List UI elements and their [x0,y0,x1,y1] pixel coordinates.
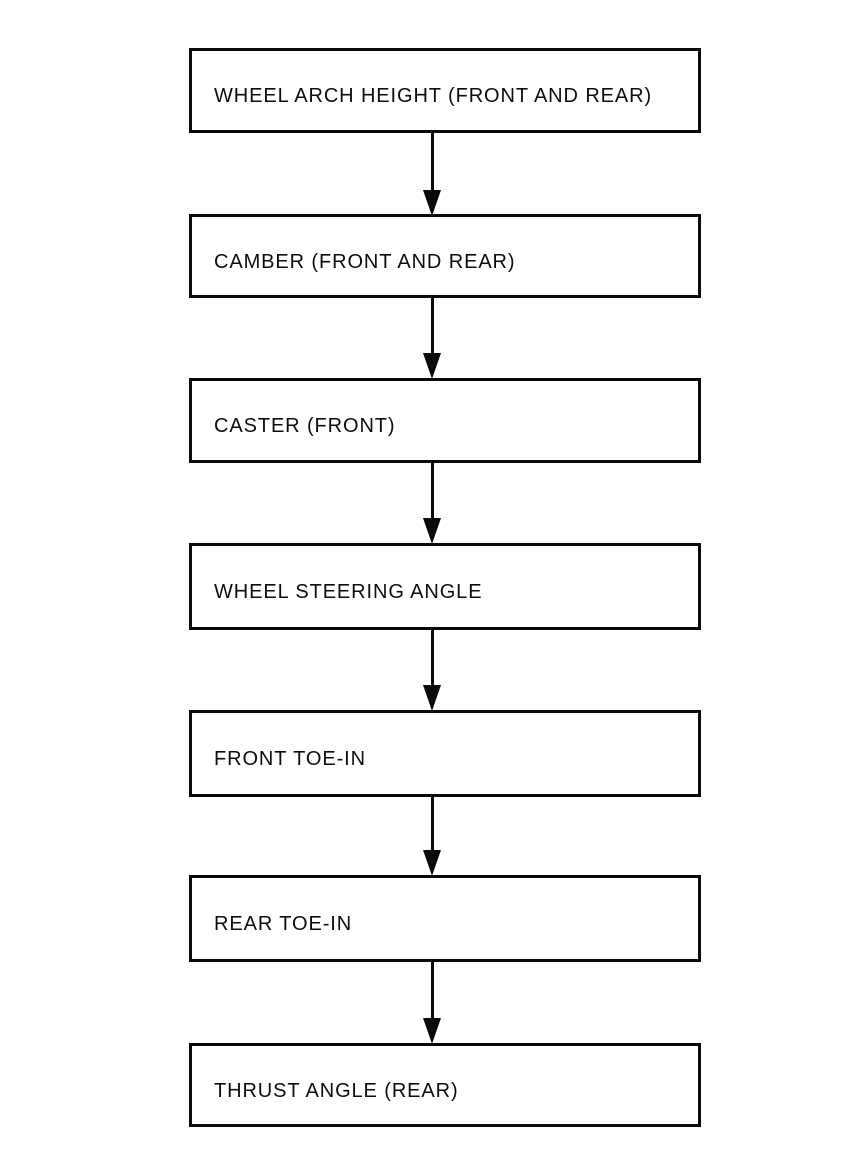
arrow-stem [430,132,434,200]
arrow-stem [430,462,434,528]
arrow-down-icon [423,850,441,876]
flow-step-caster: CASTER (FRONT) [189,378,701,463]
arrow-stem [430,297,434,363]
flow-step-label: CASTER (FRONT) [214,415,396,437]
flow-step-wheel-steering-angle: WHEEL STEERING ANGLE [189,543,701,630]
arrow-down-icon [423,1018,441,1044]
flow-step-camber: CAMBER (FRONT AND REAR) [189,214,701,298]
arrow-down-icon [423,685,441,711]
flow-step-thrust-angle: THRUST ANGLE (REAR) [189,1043,701,1127]
arrow-down-icon [423,518,441,544]
flow-step-label: CAMBER (FRONT AND REAR) [214,250,516,273]
arrow-stem [430,961,434,1028]
flow-step-label: THRUST ANGLE (REAR) [214,1079,459,1102]
down-arrow-connector-3 [423,462,441,544]
arrow-stem [430,796,434,860]
flow-step-label: REAR TOE-IN [214,913,353,935]
arrow-stem [430,629,434,695]
flow-step-rear-toe-in: REAR TOE-IN [189,875,701,962]
flow-step-label: WHEEL ARCH HEIGHT (FRONT AND REAR) [214,85,653,107]
down-arrow-connector-5 [423,796,441,876]
flow-step-wheel-arch-height: WHEEL ARCH HEIGHT (FRONT AND REAR) [189,48,701,133]
arrow-down-icon [423,353,441,379]
down-arrow-connector-2 [423,297,441,379]
flow-step-label: FRONT TOE-IN [214,748,366,770]
flow-step-front-toe-in: FRONT TOE-IN [189,710,701,797]
arrow-down-icon [423,190,441,216]
down-arrow-connector-4 [423,629,441,711]
flow-step-label: WHEEL STEERING ANGLE [214,581,483,603]
down-arrow-connector-6 [423,961,441,1044]
down-arrow-connector-1 [423,132,441,216]
